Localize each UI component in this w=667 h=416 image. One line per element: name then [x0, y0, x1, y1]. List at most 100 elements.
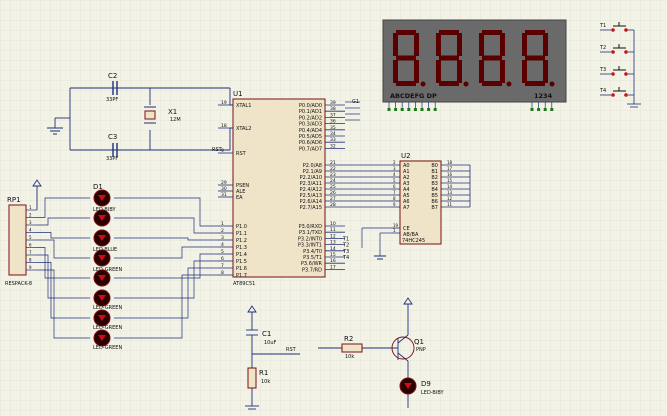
- u2-pin-number: 11: [447, 202, 453, 207]
- rp1-pin-number: 5: [29, 235, 32, 240]
- u1-pin-number: 35: [330, 125, 336, 131]
- led-wire: [114, 197, 218, 227]
- rp1-part: RESPACK-8: [5, 281, 32, 287]
- led-labels: LED-BIBYLED-BLUELED-GREENLED-GREENLED-GR…: [93, 207, 122, 351]
- led-glow: [98, 335, 106, 341]
- rst-net-label: RST: [286, 347, 297, 353]
- display-pin-terminal: [537, 108, 541, 111]
- display-segment: [525, 30, 545, 35]
- led[interactable]: [93, 229, 111, 247]
- x1-ref: X1: [168, 108, 177, 116]
- switch-label: T3: [599, 67, 606, 73]
- u1-part: AT89C51: [233, 281, 255, 287]
- switch-contact: [611, 72, 615, 76]
- u2-pin-number: 6: [393, 184, 396, 189]
- switch-contact: [611, 50, 615, 54]
- display-segment: [393, 33, 398, 56]
- display-segment: [525, 55, 545, 61]
- switch-contact: [624, 28, 628, 32]
- u1-pin-number: 28: [330, 202, 336, 208]
- u2-pin-name: A7: [403, 205, 410, 211]
- display-segment: [396, 81, 416, 86]
- switch-contact: [611, 28, 615, 32]
- rp1-pin-number: 9: [29, 265, 32, 270]
- display-segment: [396, 55, 416, 61]
- rp1-body[interactable]: [8, 204, 27, 276]
- u1-pin-number: 15: [330, 252, 336, 258]
- u1-pin-name: P0.6/AD6: [299, 140, 322, 146]
- display-segment: [500, 33, 505, 56]
- u2-ref: U2: [401, 152, 411, 160]
- switch-contact: [624, 72, 628, 76]
- resistor-r1[interactable]: [247, 367, 257, 389]
- u1-pin-name: P0.0/AD0: [299, 103, 322, 109]
- switch-contact: [611, 93, 615, 97]
- u1-pin-number: 14: [330, 246, 336, 252]
- display-digit-label: 1234: [534, 92, 553, 100]
- display-segment: [393, 60, 398, 83]
- led-label: LED-GREEN: [93, 305, 122, 311]
- u1-pin-number: 17: [330, 264, 336, 270]
- u1-pin-name: P0.2/AD2: [299, 115, 322, 121]
- led[interactable]: [93, 209, 111, 227]
- rp1-pin-number: 4: [29, 228, 32, 233]
- u2-pin-name: A0: [403, 163, 410, 169]
- u1-pin-number: 30: [221, 186, 227, 192]
- u2-pin-number: 13: [447, 190, 453, 195]
- u2-pin-number: 19: [393, 223, 399, 228]
- led[interactable]: [93, 329, 111, 347]
- display-pin-terminal: [427, 108, 431, 111]
- u2-pin-number: 15: [447, 178, 453, 183]
- led[interactable]: [93, 289, 111, 307]
- led[interactable]: [93, 189, 111, 207]
- led[interactable]: [93, 249, 111, 267]
- u2-pin-name: B1: [431, 169, 438, 175]
- u1-pin-name: P3.4/T0: [303, 249, 322, 255]
- u1-pin-number: 24: [330, 178, 336, 184]
- u2-pin-name: B5: [431, 193, 438, 199]
- display-segment: [436, 33, 441, 56]
- u1-pin-name: P0.1/AD1: [299, 109, 322, 115]
- led[interactable]: [93, 309, 111, 327]
- u1-pin-name: P2.6/A14: [300, 199, 322, 205]
- u1-pin-number: 3: [221, 235, 224, 241]
- u1-body[interactable]: [232, 98, 326, 278]
- u1-pin-number: 11: [330, 227, 336, 233]
- rp1-pin-number: 3: [29, 220, 32, 225]
- u1-pin-number: 12: [330, 233, 336, 239]
- led-wire: [37, 262, 90, 319]
- c2-ref: C2: [108, 72, 117, 80]
- d9-ref: D9: [421, 380, 431, 388]
- led-d9[interactable]: [399, 377, 417, 395]
- rp1-pin-number: 7: [29, 250, 32, 255]
- u1-pin-name: P1.1: [236, 231, 247, 237]
- display-pin-terminal: [420, 108, 424, 111]
- rp1-pin-number: 1: [29, 205, 32, 210]
- led[interactable]: [93, 269, 111, 287]
- u1-pin-number: 33: [330, 137, 336, 143]
- display-segment: [457, 60, 462, 83]
- display-dp: [549, 81, 555, 87]
- transistor-q1[interactable]: [391, 336, 415, 360]
- u2-pin-name: B3: [431, 181, 438, 187]
- u1-pin-number: 32: [330, 143, 336, 149]
- p0-bus-wires: [345, 101, 360, 121]
- resistor-r2[interactable]: [341, 343, 363, 353]
- u1-pin-name: RST: [236, 151, 247, 157]
- p3-t-label: T2: [342, 243, 349, 249]
- u1-pin-number: 4: [221, 242, 224, 248]
- u1-pin-number: 13: [330, 240, 336, 246]
- u2-pin-name: CE: [403, 226, 410, 232]
- u2-pin-number: 17: [447, 166, 453, 171]
- led-wire: [37, 254, 90, 299]
- display-segment: [522, 33, 527, 56]
- led-label: LED-GREEN: [93, 345, 122, 351]
- display-pin-terminal: [407, 108, 411, 111]
- u1-pin-number: 22: [330, 166, 336, 172]
- u1-pin-number: 19: [221, 100, 227, 106]
- u1-pin-name: P2.2/A10: [300, 175, 322, 181]
- switch-label: T1: [599, 23, 606, 29]
- led-wire: [37, 269, 90, 339]
- u2-body[interactable]: [399, 160, 442, 245]
- u1-pin-number: 38: [330, 106, 336, 112]
